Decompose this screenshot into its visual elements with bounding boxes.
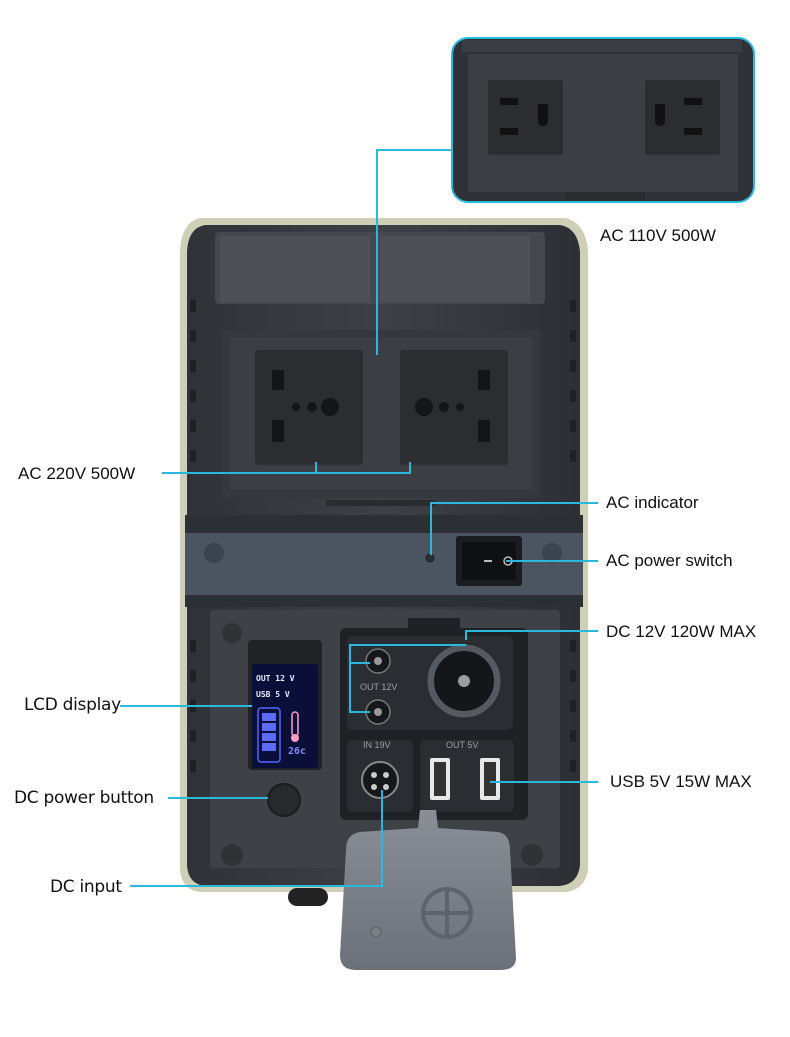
dc-rubber-cover: [340, 810, 516, 970]
label-ac-220v: AC 220V 500W: [18, 464, 136, 483]
dc-5521-port-top[interactable]: [365, 648, 391, 674]
ac-indicator-light: [425, 553, 435, 563]
ac-220v-socket-right: [400, 350, 508, 465]
usb-port-right[interactable]: [480, 758, 500, 800]
out-5v-text: OUT 5V: [446, 740, 479, 750]
label-lcd-display: LCD display: [24, 695, 121, 715]
callout-lines: [120, 149, 598, 887]
dc-input-port[interactable]: [361, 761, 399, 799]
ac-110v-outlet-left: [488, 80, 563, 155]
car-socket[interactable]: [424, 641, 504, 721]
in-19v-text: IN 19V: [363, 740, 391, 750]
label-dc-input: DC input: [50, 877, 122, 897]
out-12v-text: OUT 12V: [360, 682, 398, 692]
ac-110v-outlet-right: [645, 80, 720, 155]
device-foot: [288, 888, 328, 906]
lcd-usb-line: USB 5 V: [256, 690, 290, 699]
dc-5521-port-bottom[interactable]: [365, 699, 391, 725]
lcd-out-line: OUT 12 V: [256, 674, 295, 683]
label-usb: USB 5V 15W MAX: [610, 772, 752, 791]
label-ac-indicator: AC indicator: [606, 493, 699, 512]
ac-220v-socket-left: [255, 350, 363, 465]
label-ac-110v: AC 110V 500W: [600, 226, 716, 245]
ac-socket-lid: [215, 232, 545, 304]
lcd-display: [248, 640, 322, 770]
label-dc-12v: DC 12V 120W MAX: [606, 622, 757, 641]
ac-power-switch[interactable]: [456, 536, 522, 586]
dc-power-button[interactable]: [267, 783, 301, 817]
label-dc-power-button: DC power button: [14, 788, 154, 808]
lcd-temp: 26c: [288, 746, 307, 757]
label-ac-power-switch: AC power switch: [606, 551, 733, 570]
usb-port-left[interactable]: [430, 758, 450, 800]
